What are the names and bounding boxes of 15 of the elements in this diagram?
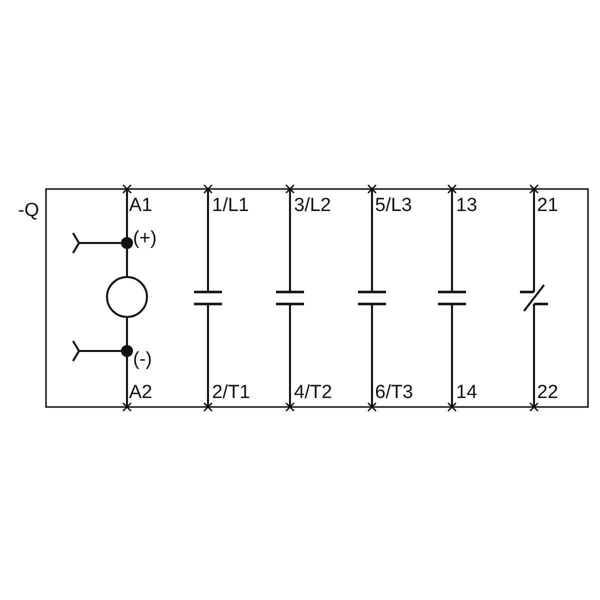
terminal-label: 13 xyxy=(456,196,478,216)
component-designator: -Q xyxy=(18,201,40,221)
terminal-label: 6/T3 xyxy=(375,383,414,403)
polarity-label: (+) xyxy=(133,229,157,249)
terminal-label: 2/T1 xyxy=(212,383,250,403)
terminal-label: 1/L1 xyxy=(212,196,249,216)
terminal-label: 22 xyxy=(537,383,558,403)
terminal-label: 14 xyxy=(456,383,478,403)
terminal-label: 4/T2 xyxy=(294,383,332,403)
terminal-label: 5/L3 xyxy=(375,196,412,216)
terminal-label: A2 xyxy=(129,383,152,403)
polarity-label: (-) xyxy=(133,350,152,370)
terminal-label: A1 xyxy=(129,196,152,216)
terminal-label: 21 xyxy=(537,196,558,216)
terminal-label: 3/L2 xyxy=(294,196,331,216)
